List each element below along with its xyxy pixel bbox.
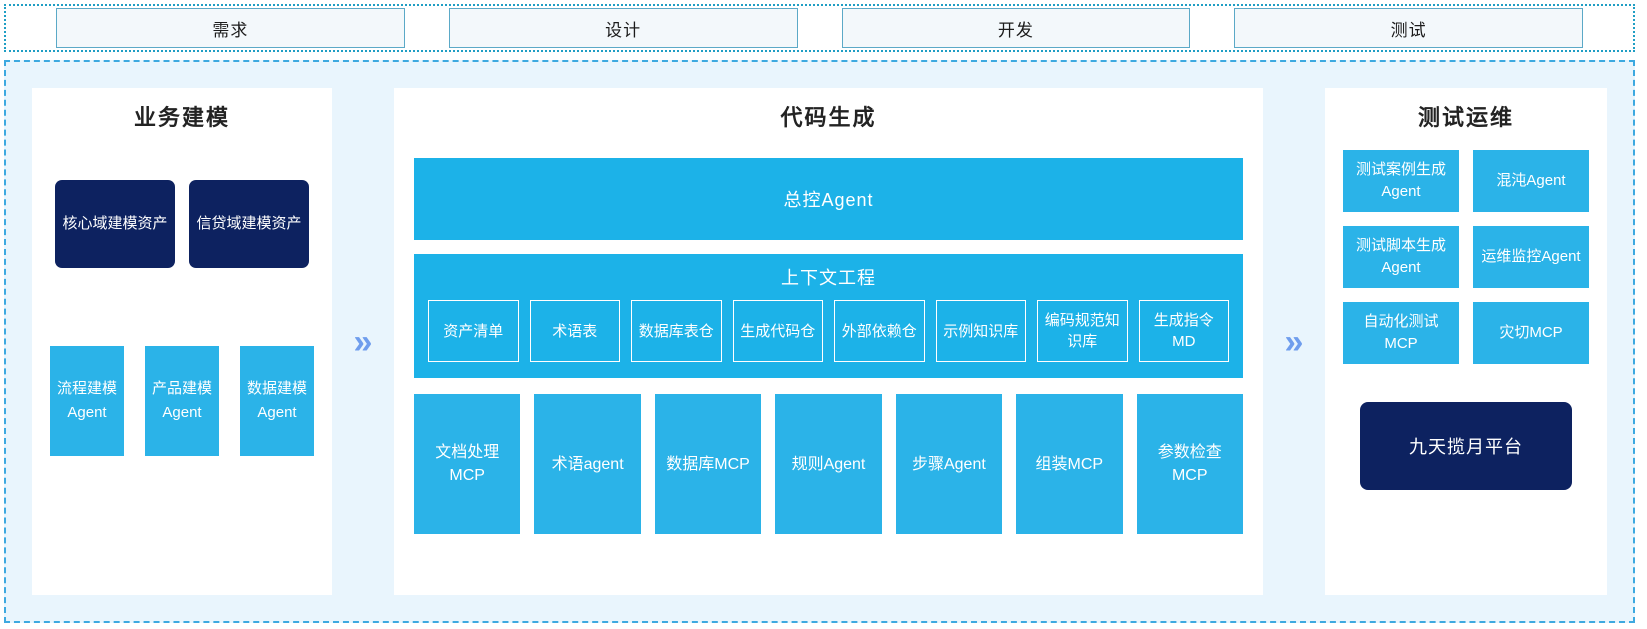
tool-card-label: 步骤Agent: [911, 455, 986, 473]
tool-card-step-agent[interactable]: 步骤Agent: [895, 394, 1003, 534]
panel-title-test-operations: 测试运维: [1417, 105, 1514, 130]
context-chip-label: 数据库表仓: [638, 322, 714, 340]
agent-card-label: 流程建模Agent: [56, 380, 117, 421]
ops-card-label: 运维监控Agent: [1481, 248, 1581, 265]
agent-card-data-modeling[interactable]: 数据建模Agent: [240, 346, 314, 456]
context-chip-row: 资产清单 术语表 数据库表仓 生成代码仓 外部依赖仓 示例知: [428, 300, 1229, 362]
stage-tab-label: 开发: [997, 20, 1034, 40]
tool-card-label: 参数检查MCP: [1157, 444, 1222, 484]
asset-card-label: 核心域建模资产: [62, 215, 168, 232]
chevron-right-icon: »: [1284, 322, 1304, 361]
context-chip-coding-standard-knowledge-base[interactable]: 编码规范知识库: [1037, 300, 1128, 362]
tool-card-label: 规则Agent: [791, 455, 866, 473]
context-chip-generation-instruction-md[interactable]: 生成指令MD: [1138, 300, 1229, 362]
stage-tab-label: 测试: [1390, 20, 1427, 40]
asset-card-core-domain[interactable]: 核心域建模资产: [55, 180, 175, 268]
context-chip-label: 编码规范知识库: [1044, 312, 1120, 350]
stage-tab-requirements[interactable]: 需求: [56, 8, 405, 48]
architecture-region: 业务建模 核心域建模资产 信贷域建模资产 流程建模Agent 产品建模Agent…: [4, 60, 1635, 623]
context-engineering-band: 上下文工程 资产清单 术语表 数据库表仓 生成代码仓 外部依赖仓: [414, 254, 1243, 378]
agent-card-label: 产品建模Agent: [151, 380, 212, 421]
asset-card-label: 信贷域建模资产: [196, 215, 302, 232]
platform-card-jiutian-lanyue[interactable]: 九天揽月平台: [1360, 402, 1572, 490]
stage-tab-label: 设计: [605, 20, 642, 40]
ops-card-test-case-generation-agent[interactable]: 测试案例生成Agent: [1343, 150, 1459, 212]
context-chip-glossary[interactable]: 术语表: [529, 300, 620, 362]
agent-card-process-modeling[interactable]: 流程建模Agent: [50, 346, 124, 456]
ops-card-label: 混沌Agent: [1496, 172, 1566, 189]
chevron-right-icon: »: [353, 322, 373, 361]
ops-card-label: 测试案例生成Agent: [1355, 161, 1446, 200]
platform-card-label: 九天揽月平台: [1409, 437, 1523, 457]
tool-card-label: 数据库MCP: [666, 455, 750, 473]
context-chip-label: 资产清单: [443, 322, 504, 340]
business-agent-row: 流程建模Agent 产品建模Agent 数据建模Agent: [32, 346, 332, 456]
panel-business-modeling: 业务建模 核心域建模资产 信贷域建模资产 流程建模Agent 产品建模Agent…: [32, 88, 332, 595]
panel-test-operations: 测试运维 测试案例生成Agent 混沌Agent 测试脚本生成Agent 运维监…: [1325, 88, 1607, 595]
tool-card-label: 术语agent: [551, 455, 624, 473]
agent-card-product-modeling[interactable]: 产品建模Agent: [145, 346, 219, 456]
asset-card-credit-domain[interactable]: 信贷域建模资产: [189, 180, 309, 268]
stage-tab-testing[interactable]: 测试: [1234, 8, 1583, 48]
ops-card-disaster-switch-mcp[interactable]: 灾切MCP: [1473, 302, 1589, 364]
stage-tab-design[interactable]: 设计: [448, 8, 798, 48]
ops-card-automated-test-mcp[interactable]: 自动化测试MCP: [1343, 302, 1459, 364]
ops-card-label: 自动化测试MCP: [1363, 313, 1439, 352]
tool-card-glossary-agent[interactable]: 术语agent: [534, 394, 641, 534]
tool-card-row: 文档处理MCP 术语agent 数据库MCP 规则Agent 步骤Agent 组…: [414, 394, 1243, 534]
ops-card-test-script-generation-agent[interactable]: 测试脚本生成Agent: [1343, 226, 1459, 288]
context-chip-label: 生成代码仓: [740, 322, 816, 340]
test-ops-card-grid: 测试案例生成Agent 混沌Agent 测试脚本生成Agent 运维监控Agen…: [1325, 132, 1607, 364]
tool-card-database-mcp[interactable]: 数据库MCP: [654, 394, 762, 534]
context-chip-asset-inventory[interactable]: 资产清单: [428, 300, 519, 362]
ops-card-operations-monitoring-agent[interactable]: 运维监控Agent: [1473, 226, 1589, 288]
context-chip-db-table-repo[interactable]: 数据库表仓: [631, 300, 722, 362]
master-agent-label: 总控Agent: [783, 190, 874, 210]
tool-card-rule-agent[interactable]: 规则Agent: [775, 394, 882, 534]
context-chip-generated-code-repo[interactable]: 生成代码仓: [732, 300, 823, 362]
stage-tab-label: 需求: [212, 20, 249, 40]
stage-strip: 需求 设计 开发 测试: [4, 4, 1635, 52]
context-chip-label: 外部依赖仓: [841, 322, 917, 340]
platform-wrapper: 九天揽月平台: [1325, 402, 1607, 490]
panel-title-code-generation: 代码生成: [780, 105, 877, 130]
ops-card-label: 灾切MCP: [1499, 324, 1563, 341]
master-agent-band[interactable]: 总控Agent: [414, 158, 1243, 240]
tool-card-assembly-mcp[interactable]: 组装MCP: [1016, 394, 1123, 534]
context-chip-label: 生成指令MD: [1153, 312, 1214, 350]
tool-card-document-processing-mcp[interactable]: 文档处理MCP: [414, 394, 521, 534]
context-chip-example-knowledge-base[interactable]: 示例知识库: [935, 300, 1026, 362]
context-chip-label: 示例知识库: [943, 322, 1019, 340]
panel-code-generation: 代码生成 总控Agent 上下文工程 资产清单 术语表 数据库表仓: [394, 88, 1263, 595]
business-asset-row: 核心域建模资产 信贷域建模资产: [32, 180, 332, 268]
panel-title-business-modeling: 业务建模: [133, 105, 230, 130]
tool-card-label: 组装MCP: [1035, 455, 1104, 473]
ops-card-chaos-agent[interactable]: 混沌Agent: [1473, 150, 1589, 212]
context-engineering-title: 上下文工程: [781, 268, 876, 288]
context-chip-label: 术语表: [552, 322, 598, 340]
ops-card-label: 测试脚本生成Agent: [1355, 237, 1446, 276]
stage-tab-development[interactable]: 开发: [841, 8, 1191, 48]
context-chip-external-dependency-repo[interactable]: 外部依赖仓: [834, 300, 925, 362]
agent-card-label: 数据建模Agent: [246, 380, 307, 421]
tool-card-label: 文档处理MCP: [435, 444, 500, 484]
tool-card-parameter-check-mcp[interactable]: 参数检查MCP: [1136, 394, 1243, 534]
